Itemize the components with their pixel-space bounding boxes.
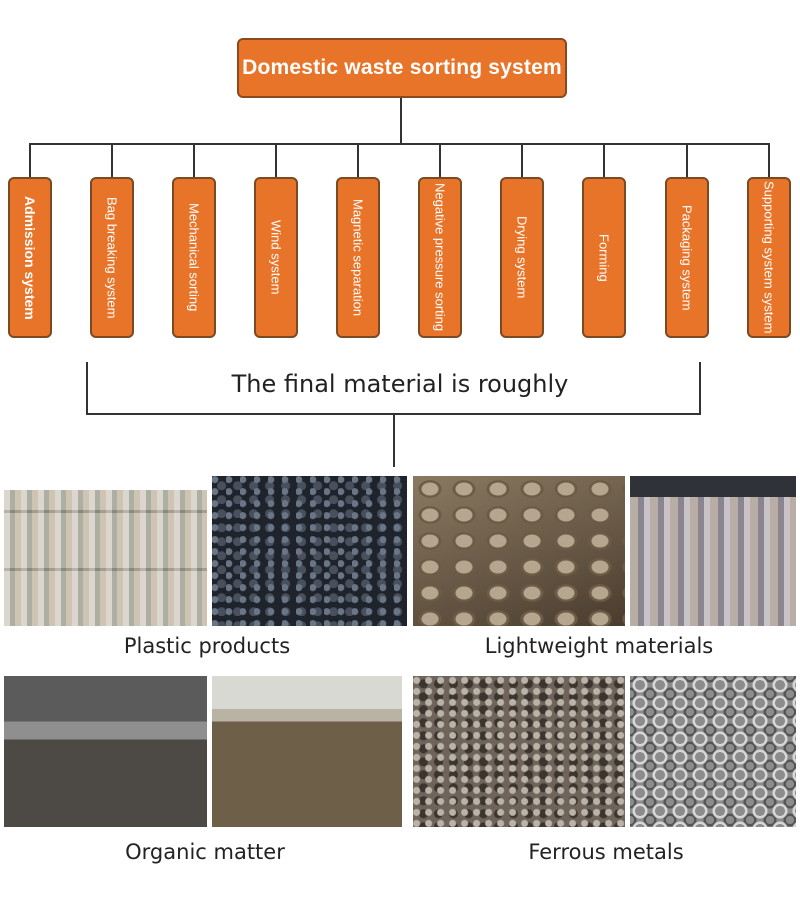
system-connector [275, 143, 277, 177]
bracket-right [699, 362, 701, 414]
system-label: Packaging system [679, 204, 695, 311]
system-connector [686, 143, 688, 177]
system-bus-line [29, 143, 770, 145]
system-node-admission: Admission system [8, 177, 52, 338]
bracket-bottom [86, 413, 701, 415]
system-node-negative-pressure: Negative pressure sorting [418, 177, 462, 338]
system-node-mechanical-sorting: Mechanical sorting [172, 177, 216, 338]
product-caption-lightweight: Lightweight materials [484, 634, 714, 658]
system-node-bag-breaking: Bag breaking system [90, 177, 134, 338]
system-connector [29, 143, 31, 177]
root-connector [400, 98, 402, 143]
system-connector [439, 143, 441, 177]
plastic-bales-image [4, 490, 207, 626]
system-label: Wind system [268, 220, 284, 295]
product-caption-plastic: Plastic products [123, 634, 291, 658]
system-node-magnetic-separation: Magnetic separation [336, 177, 380, 338]
compost-turner-image [4, 676, 207, 827]
system-node-supporting: Supporting system system [747, 177, 791, 338]
system-node-drying: Drying system [500, 177, 544, 338]
root-label: Domestic waste sorting system [242, 56, 562, 79]
system-connector [193, 143, 195, 177]
organic-soil-image [212, 676, 402, 827]
biomass-pellets-image [413, 476, 625, 626]
system-label: Drying system [514, 216, 530, 299]
product-caption-organic: Organic matter [125, 840, 285, 864]
system-node-packaging: Packaging system [665, 177, 709, 338]
system-label: Supporting system system [761, 181, 777, 334]
system-label: Forming [596, 233, 612, 282]
metal-turnings-image [630, 676, 796, 827]
system-node-forming: Forming [582, 177, 626, 338]
system-connector [521, 143, 523, 177]
final-material-label: The final material is roughly [231, 370, 569, 398]
system-label: Negative pressure sorting [432, 183, 448, 332]
system-label: Admission system [22, 195, 38, 320]
system-connector [603, 143, 605, 177]
plastic-pellets-image [212, 476, 407, 626]
system-label: Mechanical sorting [186, 203, 202, 312]
system-connector [768, 143, 770, 177]
root-node: Domestic waste sorting system [237, 38, 567, 98]
bracket-left [86, 362, 88, 414]
baled-waste-warehouse-image [630, 476, 796, 626]
system-connector [111, 143, 113, 177]
system-node-wind: Wind system [254, 177, 298, 338]
system-connector [357, 143, 359, 177]
system-label: Bag breaking system [104, 196, 120, 319]
product-caption-ferrous: Ferrous metals [528, 840, 684, 864]
system-label: Magnetic separation [350, 198, 366, 317]
bracket-stem [393, 415, 395, 467]
scrap-metal-image [413, 676, 625, 827]
